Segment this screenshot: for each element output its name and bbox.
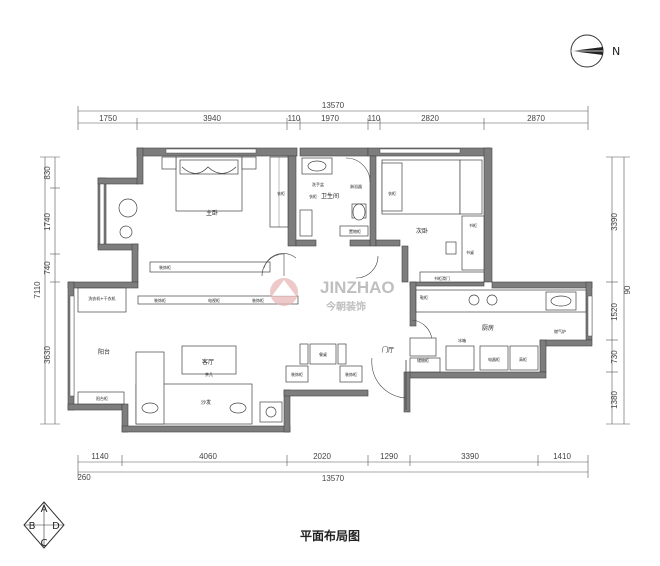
label-gas-stove: 燃气炉 xyxy=(554,328,566,334)
second-desk xyxy=(419,215,485,283)
left-dim-1: 830 xyxy=(43,166,52,180)
right-dim-1: 3390 xyxy=(610,213,619,231)
label-decor-cabinet-5: 装饰柜 xyxy=(345,371,357,377)
bathroom-fixtures xyxy=(299,157,371,237)
top-total-dim: 13570 xyxy=(322,101,345,110)
balcony-cabinet xyxy=(77,391,125,405)
left-dim-2: 1740 xyxy=(43,213,52,231)
label-sink: 洗手盆 xyxy=(312,181,324,187)
bottom-total-dim: 13570 xyxy=(322,474,345,483)
label-balcony-cabinet: 阳台柜 xyxy=(96,395,108,401)
label-display-cabinet: 装饰柜 xyxy=(159,264,171,270)
view-marker-a: A xyxy=(41,504,48,515)
top-dim-6: 2820 xyxy=(421,114,439,123)
label-dining-table: 餐桌 xyxy=(319,351,327,357)
label-coffee-table: 茶几 xyxy=(205,371,213,377)
right-dim-3: 730 xyxy=(610,350,619,364)
bottom-dim-6: 1410 xyxy=(553,452,571,461)
label-wardrobe-2: 衣柜 xyxy=(309,193,317,199)
label-shoe-cabinet: 鞋柜 xyxy=(420,294,428,300)
view-marker-b: B xyxy=(29,521,36,532)
compass-icon xyxy=(570,34,604,68)
coffee-table-icon xyxy=(181,345,237,375)
view-marker-icon xyxy=(23,501,65,549)
top-dim-7: 2870 xyxy=(527,114,545,123)
label-tv-cabinet: 电视柜 xyxy=(208,297,220,303)
label-storage-cabinet: 储物柜 xyxy=(417,357,429,363)
watermark-latin: JINZHAO xyxy=(320,278,395,297)
label-high-cabinet: 高柜 xyxy=(519,356,527,362)
label-fridge: 冰箱 xyxy=(458,337,466,343)
bottom-dim-2: 4060 xyxy=(199,452,217,461)
bottom-small-dim: 260 xyxy=(77,473,91,482)
right-dim-4: 1380 xyxy=(610,391,619,409)
bed-second xyxy=(381,159,483,215)
watermark-logo-icon: JINZHAO 今朝装饰 xyxy=(270,278,395,313)
right-dim-2: 1520 xyxy=(610,303,619,321)
room-kitchen: 厨房 xyxy=(482,324,494,332)
left-dimension-line xyxy=(40,156,60,425)
room-entrance: 门厅 xyxy=(382,346,394,354)
top-dimension-line xyxy=(77,106,589,130)
left-dim-4: 3630 xyxy=(43,346,52,364)
compass-north-label: N xyxy=(612,45,620,58)
top-dim-5: 110 xyxy=(368,114,381,123)
view-marker-d: D xyxy=(52,521,60,532)
label-decor-cabinet-2: 装饰柜 xyxy=(154,297,166,303)
master-storage-cabinets xyxy=(137,261,299,305)
bottom-dim-4: 1290 xyxy=(380,452,398,461)
bottom-dim-3: 2020 xyxy=(313,452,331,461)
label-toilet-cabinet: 置物柜 xyxy=(349,228,361,234)
room-master-bedroom: 主卧 xyxy=(206,209,218,217)
left-dim-3: 740 xyxy=(43,261,52,275)
bottom-dim-1: 1140 xyxy=(91,452,109,461)
plan-title: 平面布局图 xyxy=(299,529,360,543)
label-microwave-cabinet: 电器柜 xyxy=(488,356,500,362)
bed-master xyxy=(161,156,257,212)
label-washer: 洗衣机+干衣机 xyxy=(88,295,115,301)
doors xyxy=(261,253,433,410)
right-total-dim: 90 xyxy=(623,285,632,294)
label-sofa: 沙发 xyxy=(201,399,211,406)
left-total-dim: 7110 xyxy=(33,281,42,299)
right-dimension-line xyxy=(606,156,630,425)
label-desk: 书桌 xyxy=(466,249,474,255)
label-wardrobe-3: 衣柜 xyxy=(388,190,396,196)
top-dim-3: 110 xyxy=(288,114,301,123)
bottom-dim-5: 3390 xyxy=(461,452,479,461)
label-decor-cabinet-4: 装饰柜 xyxy=(291,371,303,377)
label-sliding-door: 书柜滑门 xyxy=(434,275,450,281)
chair-icon xyxy=(118,198,138,239)
kitchen-fixtures xyxy=(409,289,587,373)
bottom-dimension-line xyxy=(77,455,589,478)
top-dim-2: 3940 xyxy=(203,114,221,123)
label-shower: 淋浴器 xyxy=(350,183,362,189)
room-living: 客厅 xyxy=(202,358,214,366)
watermark-chinese: 今朝装饰 xyxy=(325,300,366,313)
dining-table-icon xyxy=(285,343,363,383)
balcony-washer xyxy=(77,287,127,313)
windows xyxy=(69,148,593,397)
room-bathroom: 卫生间 xyxy=(321,192,339,200)
sofa-icon xyxy=(135,351,253,425)
label-wardrobe-1: 衣柜 xyxy=(277,190,285,196)
top-dim-4: 1970 xyxy=(321,114,339,123)
label-bookshelf: 书柜 xyxy=(469,222,477,228)
room-second-bedroom: 次卧 xyxy=(416,227,428,235)
master-wardrobe xyxy=(269,156,289,228)
top-dim-1: 1750 xyxy=(99,114,117,123)
side-table-icon xyxy=(259,401,283,423)
room-balcony: 阳台 xyxy=(98,348,110,356)
view-marker-c: C xyxy=(41,538,48,549)
label-decor-cabinet-3: 装饰柜 xyxy=(252,297,264,303)
